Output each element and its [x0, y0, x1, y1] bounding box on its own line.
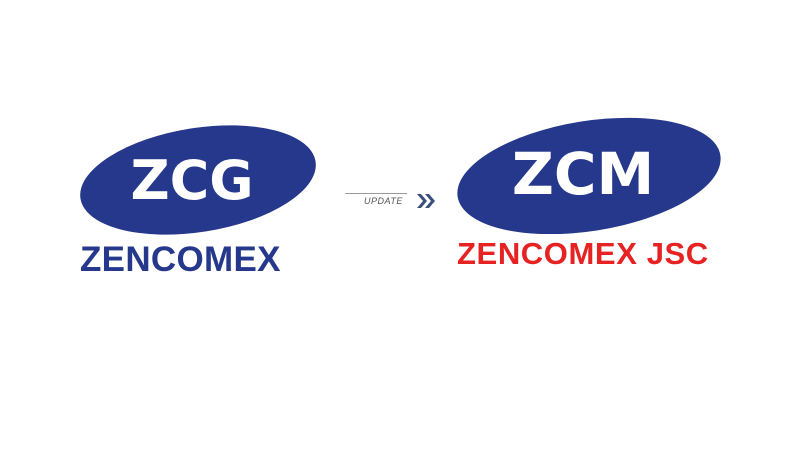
old-logo-ellipse	[80, 125, 316, 235]
new-logo-emblem: ZCM	[457, 117, 721, 234]
divider-line	[345, 193, 407, 194]
new-logo-ellipse	[457, 117, 721, 234]
old-company-name: ZENCOMEX	[80, 240, 281, 279]
double-chevron-right-icon	[417, 194, 435, 208]
update-divider: UPDATE	[345, 190, 440, 214]
new-company-name: ZENCOMEX JSC	[457, 236, 709, 271]
update-label: UPDATE	[364, 196, 403, 206]
new-logo-emblem-text: ZCM	[512, 140, 654, 208]
old-logo-emblem-text: ZCG	[130, 149, 253, 212]
old-logo-emblem: ZCG	[80, 125, 316, 235]
